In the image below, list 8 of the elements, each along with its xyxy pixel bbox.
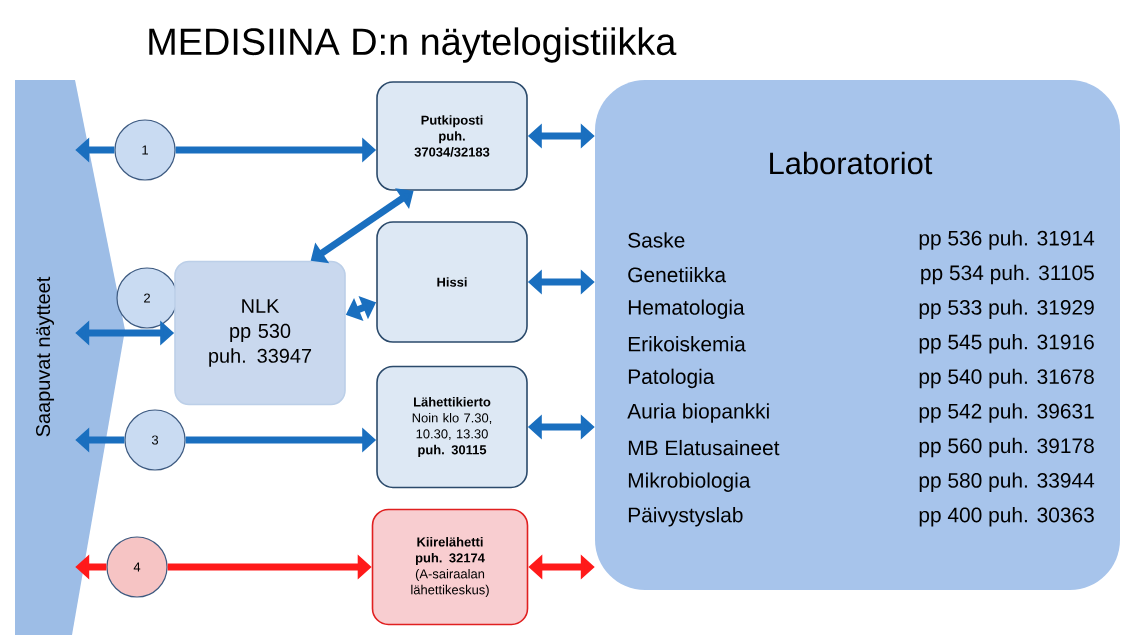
process-box: Kiirelähetti puh. 32174 (A-sairaalan lähettikeskus) (371, 508, 529, 626)
laboratory-panel: Laboratoriot Saske pp 536 puh. 31914 Genetiikka pp 534 puh. 31105 Hematologia pp 533 puh. 31929 Erikoiskemia pp 545 puh. 31916 Patologia pp 540 puh. 31678 Auria biopankki pp 542 puh. 39631 MB Elatusaineet pp 560 puh. 39178 Mikrobiologia pp 580 puh. 33944 Päivystyslab pp 400 puh. 30363 (595, 80, 1120, 590)
process-box: Hissi (376, 221, 528, 343)
process-box: Lähettikierto Noin klo 7.30, 10.30, 13.30 puh. 30115 (376, 365, 528, 489)
process-box: Putkiposti puh. 37034/32183 (376, 81, 528, 191)
side-band: Saapuvat näytteet (15, 80, 125, 635)
process-box: NLK pp 530 puh. 33947 (174, 260, 346, 406)
title: MEDISIINA D:n näytelogistiikka (149, 27, 677, 63)
